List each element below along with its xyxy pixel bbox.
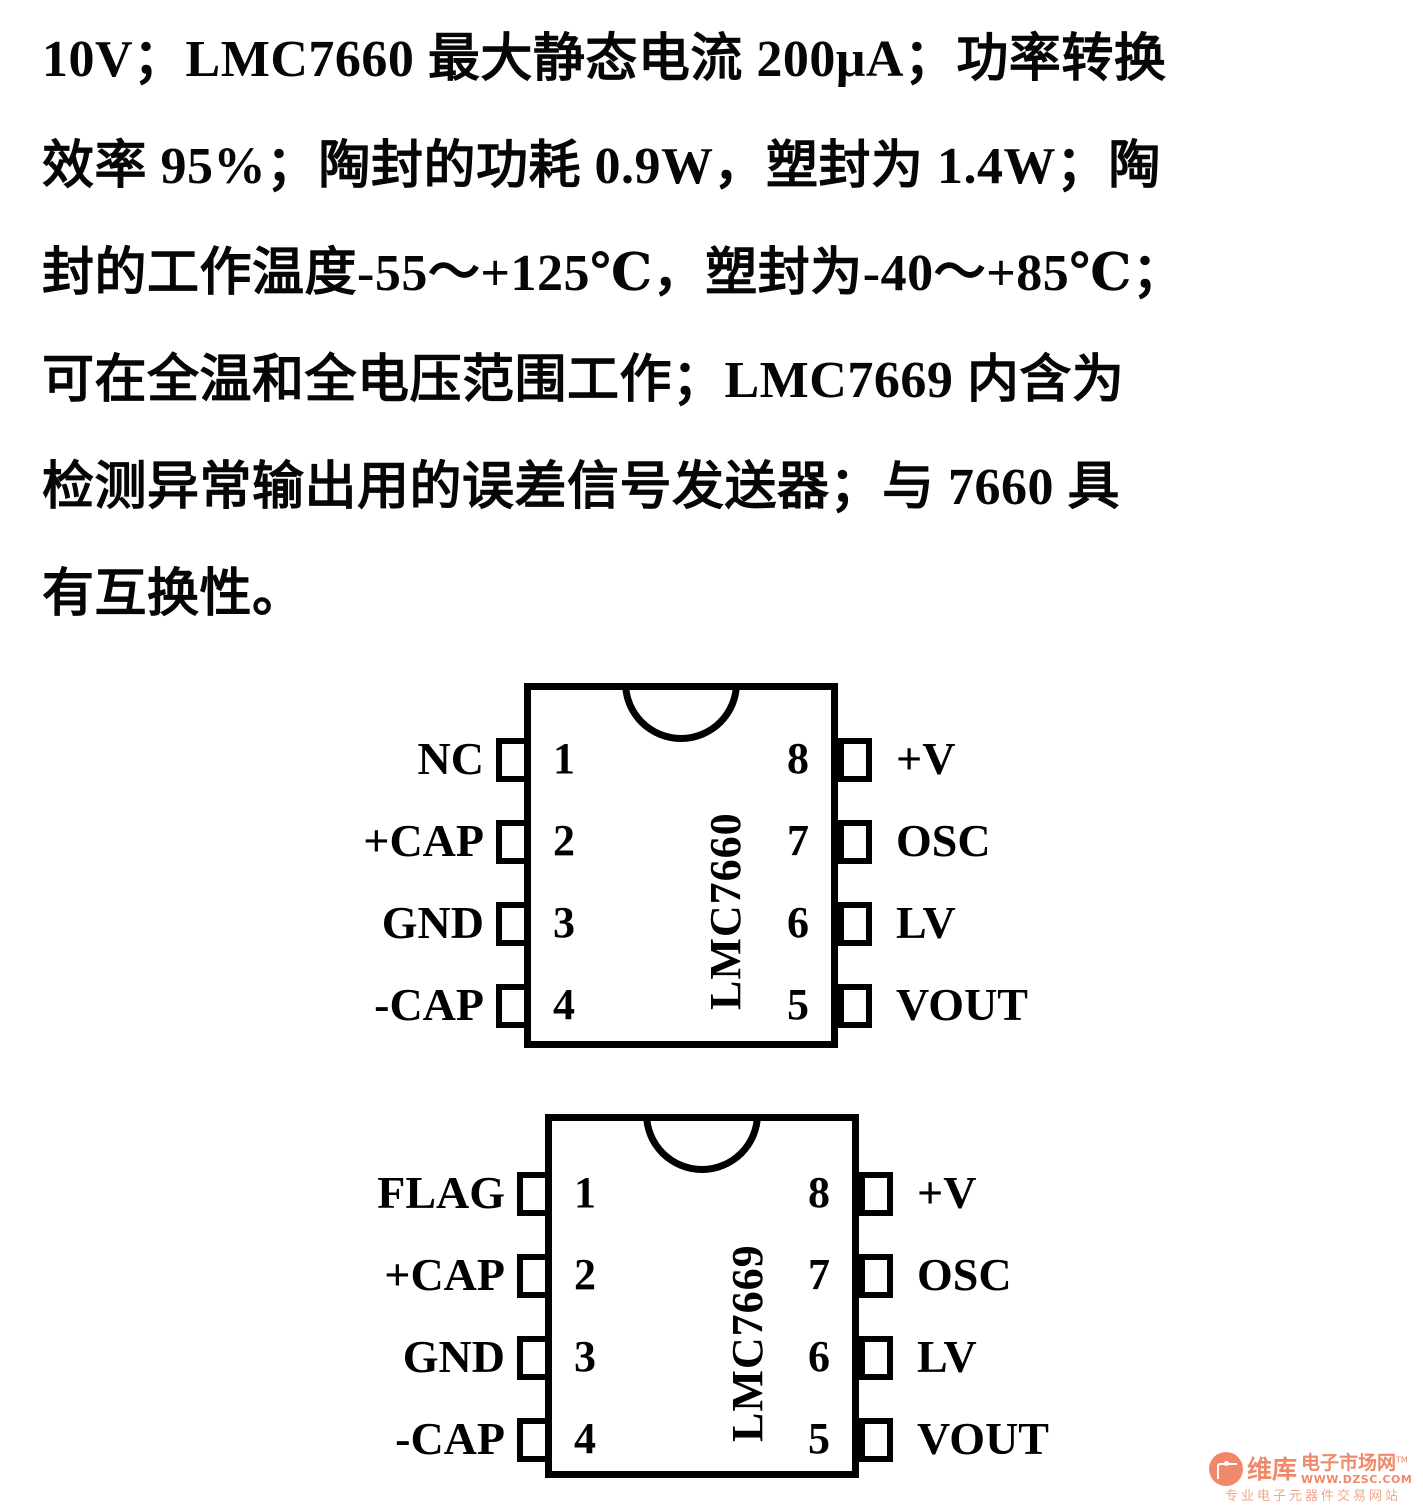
pin-box-2 [517, 1254, 551, 1298]
pin-number-5: 5 [787, 980, 809, 1029]
pin-label-osc: OSC [917, 1249, 1012, 1300]
pin-number-7: 7 [808, 1250, 830, 1299]
pin-box-1 [517, 1172, 551, 1216]
pin-number-6: 6 [787, 898, 809, 947]
text-line: 检测异常输出用的误差信号发送器；与 7660 具 [42, 459, 1121, 516]
circuit-logo-icon [1209, 1452, 1243, 1486]
trademark-icon: TM [1396, 1455, 1408, 1465]
pin-box-4 [496, 984, 530, 1028]
pin-box-5 [859, 1418, 893, 1462]
pin-number-5: 5 [808, 1414, 830, 1463]
text-line: 可在全温和全电压范围工作；LMC7669 内含为 [42, 352, 1125, 409]
chip-name-label: LMC7669 [723, 1244, 772, 1442]
watermark-brand-cn: 维库 [1247, 1454, 1298, 1484]
pin-number-3: 3 [553, 898, 575, 947]
pin-number-2: 2 [574, 1250, 596, 1299]
pin-label-plus-cap: +CAP [384, 1249, 505, 1300]
text-line: 有互换性。 [42, 566, 305, 623]
pin-box-8 [838, 738, 872, 782]
pin-box-5 [838, 984, 872, 1028]
site-watermark: 维库 电子市场网TM WWW.DZSC.COM 专业电子元器件交易网站 [1209, 1452, 1417, 1503]
watermark-brand-right: 电子市场网TM WWW.DZSC.COM [1301, 1451, 1413, 1486]
pin-number-8: 8 [787, 734, 809, 783]
pin-number-1: 1 [553, 734, 575, 783]
pin-number-7: 7 [787, 816, 809, 865]
pin-number-1: 1 [574, 1168, 596, 1217]
watermark-tagline: 专业电子元器件交易网站 [1224, 1489, 1401, 1504]
pin-label-flag: FLAG [377, 1167, 505, 1218]
text-line: 效率 95%；陶封的功耗 0.9W，塑封为 1.4W；陶 [42, 138, 1162, 195]
description-paragraph: 10V；LMC7660 最大静态电流 200μA；功率转换 效率 95%；陶封的… [42, 6, 1382, 648]
pin-box-2 [496, 820, 530, 864]
watermark-brand-row: 维库 电子市场网TM WWW.DZSC.COM [1209, 1452, 1417, 1486]
pin-label-vout: VOUT [917, 1413, 1049, 1464]
pin-label-lv: LV [917, 1331, 977, 1382]
pin-label-lv: LV [896, 897, 956, 948]
pin-number-2: 2 [553, 816, 575, 865]
pin-box-7 [859, 1254, 893, 1298]
pin-number-4: 4 [553, 980, 575, 1029]
pin-label-plus-v: +V [917, 1167, 977, 1218]
chip-name-label: LMC7660 [701, 812, 750, 1010]
pin-label-osc: OSC [896, 815, 991, 866]
pin-number-6: 6 [808, 1332, 830, 1381]
pin-label-plus-cap: +CAP [363, 815, 484, 866]
pin-box-7 [838, 820, 872, 864]
pin-box-8 [859, 1172, 893, 1216]
pin-box-6 [838, 902, 872, 946]
text-line: 10V；LMC7660 最大静态电流 200μA；功率转换 [42, 31, 1167, 88]
text-line: 封的工作温度-55～+125℃，塑封为-40～+85℃； [42, 245, 1185, 302]
watermark-brand-cn2: 电子市场网 [1301, 1451, 1397, 1474]
pin-label-minus-cap: -CAP [395, 1413, 505, 1464]
pin-box-3 [496, 902, 530, 946]
pin-label-vout: VOUT [896, 979, 1028, 1030]
pin-number-8: 8 [808, 1168, 830, 1217]
pin-number-4: 4 [574, 1414, 596, 1463]
watermark-url: WWW.DZSC.COM [1301, 1472, 1413, 1486]
pin-box-4 [517, 1418, 551, 1462]
pin-label-minus-cap: -CAP [374, 979, 484, 1030]
pin-label-plus-v: +V [896, 733, 956, 784]
pin-box-1 [496, 738, 530, 782]
pin-label-gnd: GND [381, 897, 484, 948]
pin-box-6 [859, 1336, 893, 1380]
pin-label-gnd: GND [402, 1331, 505, 1382]
pin-number-3: 3 [574, 1332, 596, 1381]
pin-label-nc: NC [417, 733, 484, 784]
pin-box-3 [517, 1336, 551, 1380]
chip-body [545, 1114, 859, 1478]
